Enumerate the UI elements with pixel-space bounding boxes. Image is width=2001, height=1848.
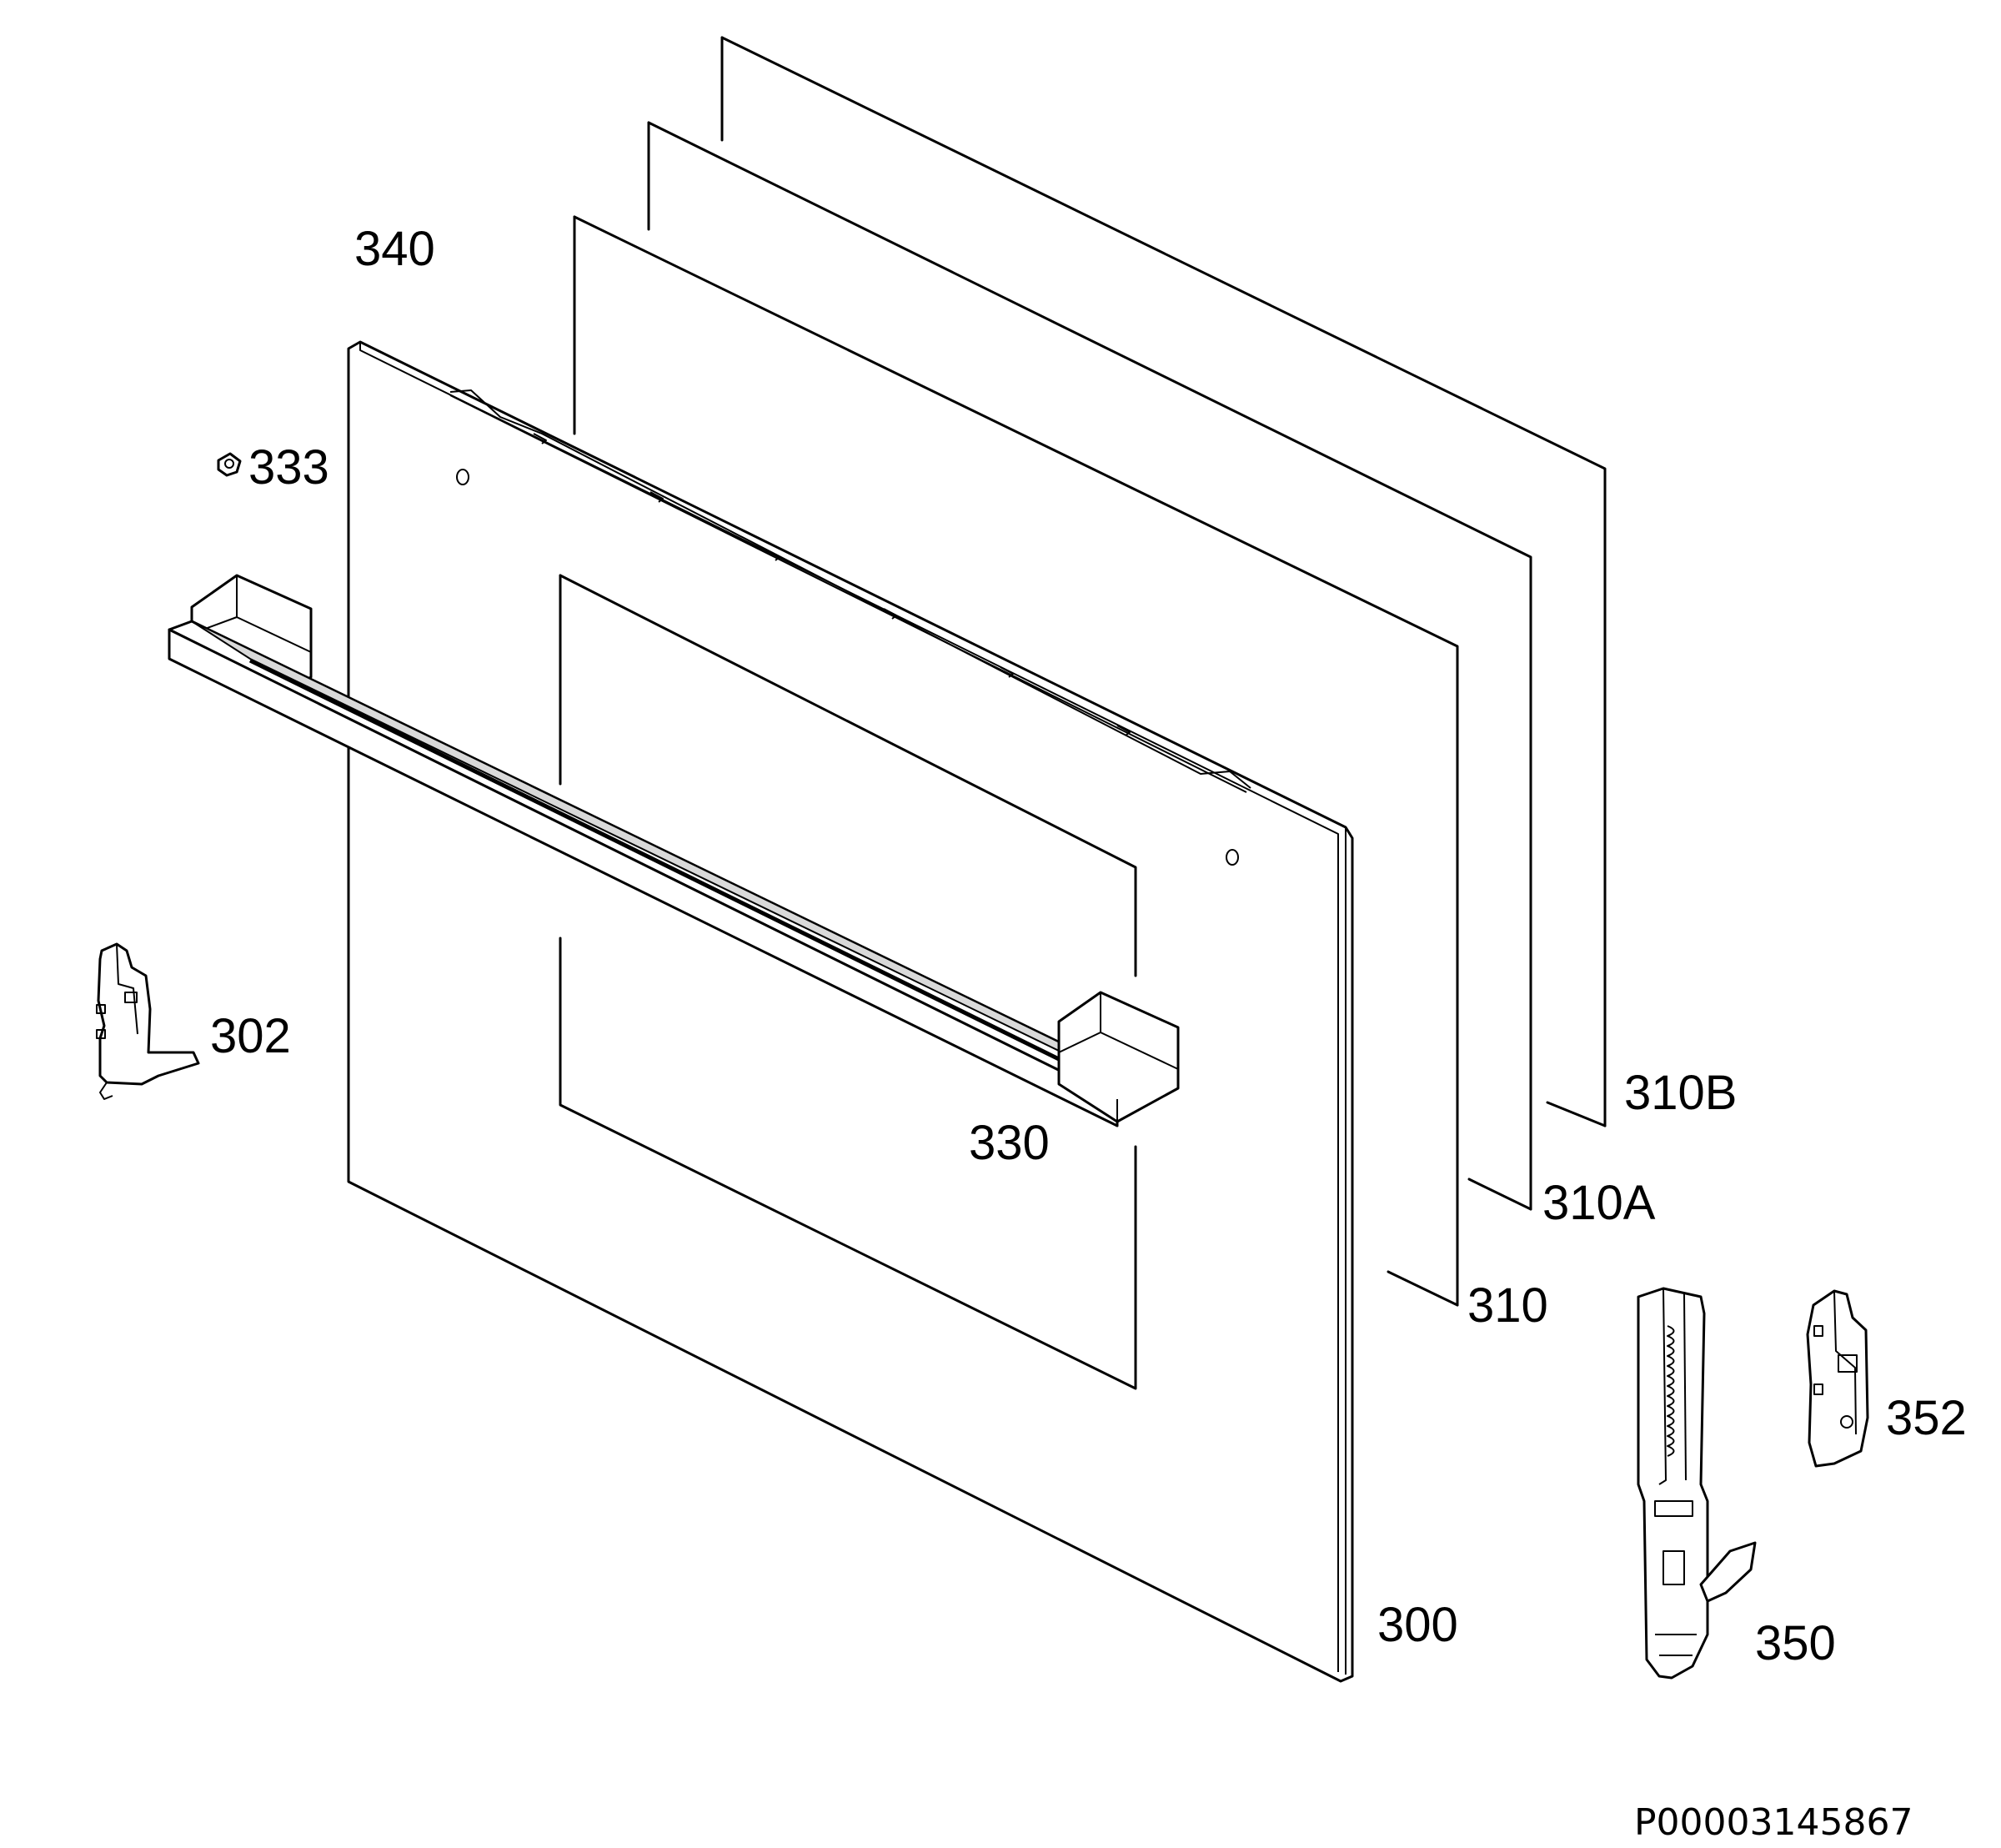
glass-panel-310a: [647, 121, 1532, 1211]
mounting-hole-right-icon: [1226, 849, 1239, 866]
document-code: P00003145867: [1634, 1801, 1913, 1844]
glass-panel-310: [573, 215, 1459, 1307]
label-310a: 310A: [1542, 1176, 1656, 1230]
left-hinge-clip-302-icon: [96, 942, 200, 1100]
label-352: 352: [1886, 1391, 1967, 1445]
label-340: 340: [354, 222, 435, 276]
screw-333-icon: [217, 452, 242, 477]
label-310: 310: [1467, 1278, 1548, 1333]
hinge-receiver-352-icon: [1806, 1289, 1869, 1468]
glass-panel-310b: [720, 36, 1607, 1127]
outer-door-panel-300: [347, 340, 1354, 1683]
label-300: 300: [1377, 1598, 1458, 1652]
label-302: 302: [210, 1009, 291, 1063]
label-333: 333: [248, 440, 329, 495]
door-hinge-350-icon: [1637, 1287, 1757, 1680]
label-330: 330: [969, 1116, 1050, 1170]
mounting-hole-left-icon: [456, 469, 469, 485]
handle-330: [168, 574, 1180, 1127]
label-350: 350: [1755, 1616, 1836, 1670]
label-310b: 310B: [1624, 1066, 1737, 1120]
trim-notches: [533, 433, 1131, 736]
